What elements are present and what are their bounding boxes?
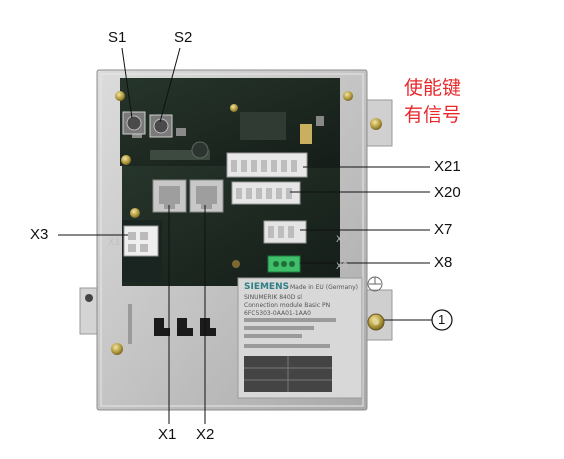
callout-x7: X7 xyxy=(434,221,453,238)
connector-x8 xyxy=(267,255,301,273)
annotation-line-2: 有信号 xyxy=(404,105,462,126)
screw-icon xyxy=(343,91,353,101)
callout-x21: X21 xyxy=(434,158,461,175)
order-number-text: 6FC5303-0AA01-1AA0 xyxy=(244,310,311,317)
rotary-switch-s1 xyxy=(122,111,146,135)
callout-s2: S2 xyxy=(174,29,193,46)
callout-circle-ground xyxy=(431,309,453,331)
connector-x3 xyxy=(123,225,159,257)
screw-icon xyxy=(115,91,125,101)
callout-ground-number: 1 xyxy=(438,312,446,327)
rj45-port-x2 xyxy=(189,179,224,213)
x8-silk-label: X8 xyxy=(336,262,348,272)
callout-x1: X1 xyxy=(158,426,177,443)
callout-leaders xyxy=(58,47,432,424)
rotary-switch-s2 xyxy=(149,114,173,138)
callout-s1: S1 xyxy=(108,29,127,46)
x7-silk-label: X7 xyxy=(336,235,348,245)
callout-x8: X8 xyxy=(434,254,453,271)
x3-silk-label: X3 xyxy=(108,238,120,248)
screw-icon xyxy=(111,343,123,355)
rj45-port-x1 xyxy=(152,179,187,213)
terminal-x7 xyxy=(263,220,307,244)
terminal-x20 xyxy=(231,181,301,205)
annotation-line-1: 使能键 xyxy=(404,78,462,99)
terminal-x21 xyxy=(226,152,308,178)
module-text: Connection module Basic PN xyxy=(244,302,331,309)
callout-x3: X3 xyxy=(30,226,49,243)
callout-x20: X20 xyxy=(434,184,461,201)
made-in-text: Made in EU (Germany) xyxy=(290,284,358,291)
model-text: SINUMERIK 840D sl xyxy=(244,294,302,301)
callout-x2: X2 xyxy=(196,426,215,443)
ground-terminal xyxy=(367,276,385,331)
brand-logo: SIEMENS xyxy=(244,282,290,292)
housing-slots xyxy=(128,304,216,344)
type-plate xyxy=(237,277,363,399)
